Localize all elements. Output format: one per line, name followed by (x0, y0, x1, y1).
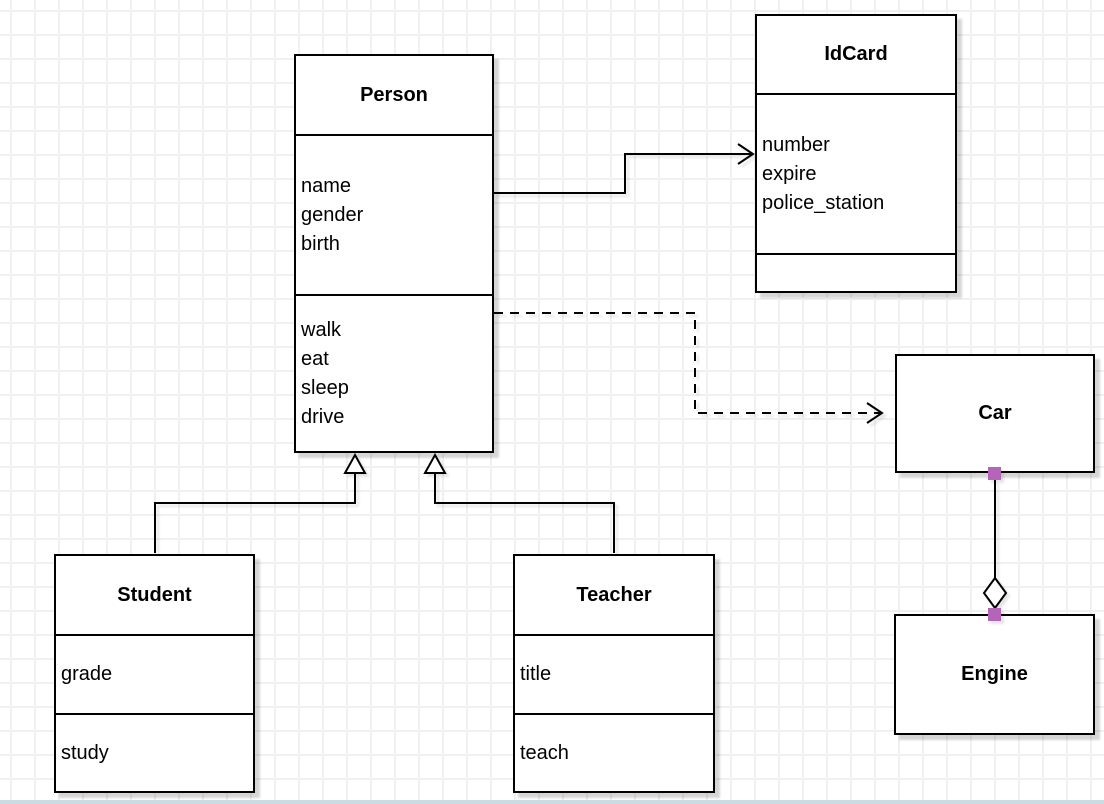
class-car-title: Car (978, 402, 1012, 424)
connection-point-square[interactable] (988, 467, 1001, 480)
attribute: title (520, 663, 552, 685)
class-person-methods: walk eat sleep drive (296, 294, 492, 451)
class-student-title: Student (117, 583, 192, 606)
class-student-attributes: grade (56, 634, 253, 713)
open-arrowhead (737, 143, 755, 165)
class-idcard-methods (757, 253, 955, 291)
class-teacher[interactable]: Teacher title teach (513, 554, 715, 793)
edge-teacher-person-generalization[interactable] (423, 452, 615, 553)
class-person-attributes: name gender birth (296, 134, 492, 294)
class-teacher-title: Teacher (576, 583, 652, 606)
attribute: police_station (762, 191, 885, 214)
class-engine[interactable]: Engine (894, 614, 1095, 735)
attribute: gender (301, 203, 364, 226)
window-bottom-edge (0, 800, 1104, 804)
hollow-triangle-arrowhead (423, 452, 447, 474)
class-idcard[interactable]: IdCard number expire police_station (755, 14, 957, 293)
method: sleep (301, 376, 349, 399)
edge-student-person-generalization[interactable] (154, 452, 367, 553)
edge-car-engine-aggregation[interactable] (982, 467, 1008, 621)
method: eat (301, 347, 329, 370)
class-idcard-title: IdCard (824, 43, 888, 65)
attribute: expire (762, 162, 817, 185)
attribute: number (762, 133, 830, 156)
edge-person-car-dependency[interactable] (494, 312, 884, 424)
class-idcard-attributes: number expire police_station (757, 93, 955, 253)
class-car[interactable]: Car (895, 354, 1095, 473)
method: teach (520, 741, 569, 764)
method: walk (301, 318, 342, 341)
class-person-title: Person (360, 83, 428, 106)
attribute: grade (61, 663, 113, 685)
open-arrowhead (866, 402, 884, 424)
method: study (61, 741, 109, 764)
class-student[interactable]: Student grade study (54, 554, 255, 793)
attribute: name (301, 174, 352, 197)
hollow-triangle-arrowhead (343, 452, 367, 474)
class-person[interactable]: Person name gender birth walk eat sleep … (294, 54, 494, 453)
connection-point-square[interactable] (988, 608, 1001, 621)
class-teacher-methods: teach (515, 713, 713, 791)
attribute: birth (301, 232, 340, 255)
class-engine-title: Engine (961, 663, 1028, 685)
class-teacher-attributes: title (515, 634, 713, 713)
method: drive (301, 405, 345, 428)
edge-person-idcard-association[interactable] (494, 143, 755, 194)
hollow-diamond-arrowhead (982, 576, 1008, 610)
class-student-methods: study (56, 713, 253, 791)
